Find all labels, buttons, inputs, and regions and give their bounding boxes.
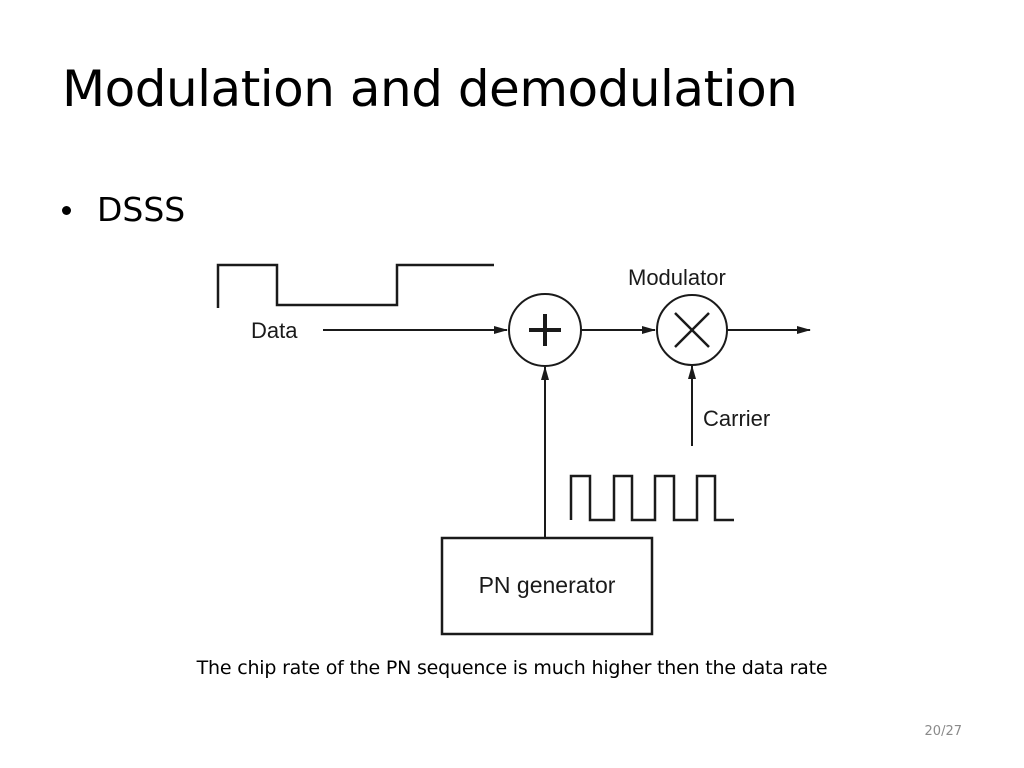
bullet-icon [62, 206, 71, 215]
pn-generator-box [440, 536, 654, 636]
bullet-label: DSSS [97, 190, 186, 229]
slide-title: Modulation and demodulation [62, 60, 798, 118]
pn-generator-label: PN generator [479, 572, 616, 598]
data-waveform [216, 263, 494, 308]
modulator-node [656, 294, 728, 366]
carrier-label: Carrier [703, 406, 770, 431]
slide-caption: The chip rate of the PN sequence is much… [196, 657, 828, 679]
bullet-item-dsss: DSSS [62, 190, 185, 229]
multiply-icon-b [674, 312, 710, 348]
pn-chip-waveform [569, 474, 734, 522]
modulator-label: Modulator [628, 265, 726, 290]
data-label: Data [251, 318, 298, 343]
page-number: 20/27 [924, 724, 962, 739]
adder-node [508, 293, 582, 367]
